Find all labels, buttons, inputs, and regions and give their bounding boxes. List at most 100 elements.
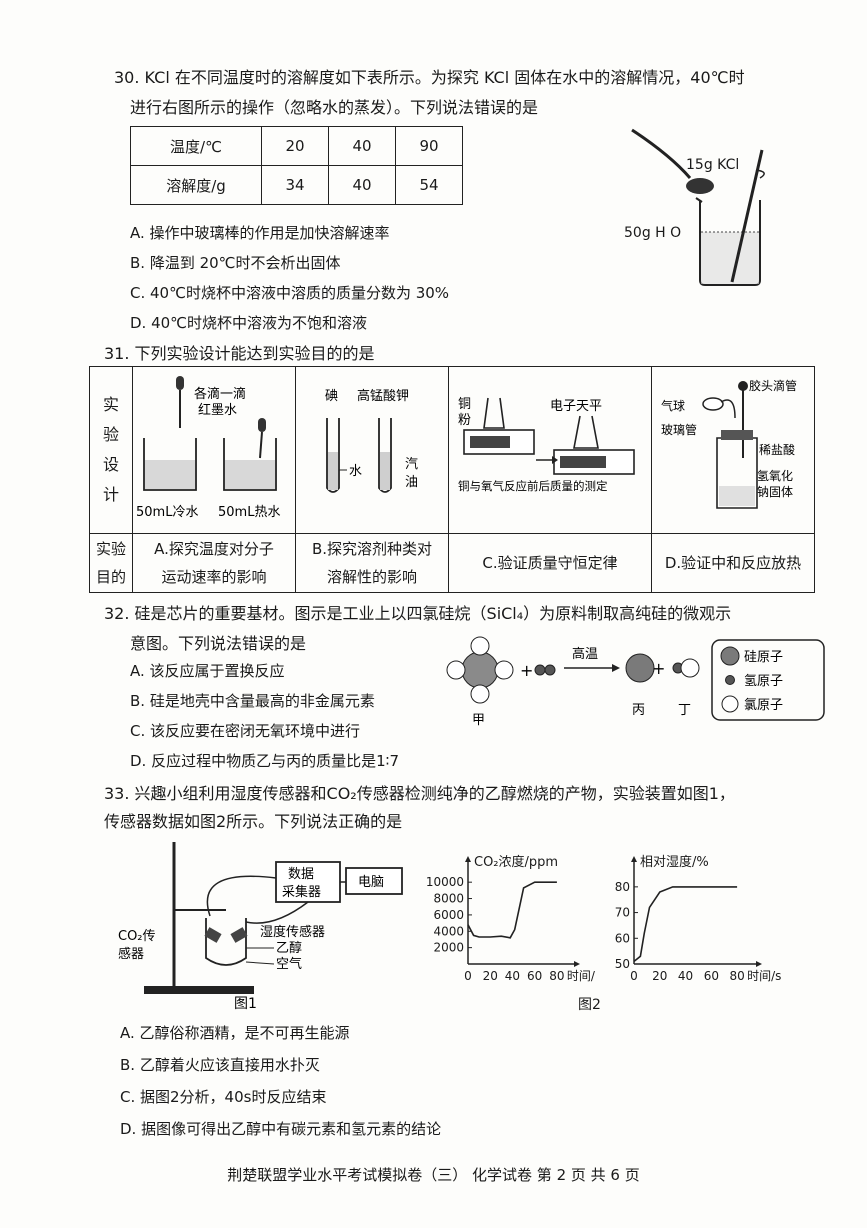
y-axis-arrow <box>465 856 471 862</box>
kmno4-label: 高锰酸钾 <box>357 388 409 404</box>
naoh-label-1: 氢氧化 <box>757 468 793 483</box>
purpose-b-line: B.探究溶剂种类对 <box>311 540 433 558</box>
q33-option-d: D. 据图像可得出乙醇中有碳元素和氢元素的结论 <box>120 1120 442 1138</box>
collector-label-2: 采集器 <box>282 884 321 900</box>
page-footer: 荆楚联盟学业水平考试模拟卷（三） 化学试卷 第 2 页 共 6 页 <box>227 1166 640 1184</box>
air-label: 空气 <box>276 956 302 972</box>
svg-text:+: + <box>520 661 533 680</box>
experiment-d-figure-cell: 胶头滴管 气球 玻璃管 稀盐酸 氢氧化 钠固体 <box>651 366 815 534</box>
y-tick-label: 10000 <box>426 875 464 889</box>
co2-sensor-label-1: CO₂传 <box>118 929 156 944</box>
copper-oxygen-caption: 铜与氧气反应前后质量的测定 <box>458 479 608 493</box>
table-cell: 90 <box>395 126 463 166</box>
water-label: 50g H O <box>624 225 681 241</box>
experiment-c-figure: 铜 粉 电子天平 铜与氧气反应前后质量的测定 <box>458 397 635 493</box>
q30-option-c: C. 40℃时烧杯中溶液中溶质的质量分数为 30% <box>130 284 450 302</box>
computer-label: 电脑 <box>358 875 384 890</box>
table-row: 实 验 设 计 各滴一滴 红墨水 50mL冷水 50mL热水 <box>89 366 815 534</box>
q32-stem-line2: 意图。下列说法错误的是 <box>130 634 307 653</box>
kcl-label: 15g KCl <box>686 157 739 173</box>
dropper-label: 胶头滴管 <box>749 378 797 393</box>
q30-option-a: A. 操作中玻璃棒的作用是加快溶解速率 <box>130 224 390 242</box>
x-axis-label: 时间/s <box>567 969 595 983</box>
experiment-b-figure: 碘 高锰酸钾 水 汽 油 <box>325 388 418 493</box>
q31-stem: 31. 下列实验设计能达到实验目的的是 <box>104 344 375 363</box>
experiment-b-figure-cell: 碘 高锰酸钾 水 汽 油 <box>295 366 449 534</box>
series-line <box>467 881 557 939</box>
balloon-label: 气球 <box>661 398 685 413</box>
y-tick-label: 50 <box>615 957 630 971</box>
purpose-label-cell: 实验 目的 <box>89 533 133 593</box>
y-tick-label: 6000 <box>433 908 464 922</box>
copper-label-2: 粉 <box>458 413 471 428</box>
design-char: 设 <box>102 455 119 474</box>
table-cell: 温度/℃ <box>130 126 262 166</box>
x-tick-label: 20 <box>652 969 667 983</box>
purpose-label: 目的 <box>95 568 126 586</box>
balance-label: 电子天平 <box>550 399 602 414</box>
q30-stem-line1: 30. KCl 在不同温度时的溶解度如下表所示。为探究 KCl 固体在水中的溶解… <box>114 68 745 87</box>
glass-tube-label: 玻璃管 <box>661 422 697 437</box>
purpose-label: 实验 <box>95 540 126 558</box>
acid-label: 稀盐酸 <box>759 442 795 457</box>
figure-1-caption: 图1 <box>234 996 257 1012</box>
x-tick-label: 0 <box>630 969 638 983</box>
y-axis-arrow <box>631 856 637 862</box>
legend-silicon: 硅原子 <box>744 650 783 665</box>
q33-option-a: A. 乙醇俗称酒精，是不可再生能源 <box>120 1024 350 1042</box>
jia-label: 甲 <box>472 713 485 728</box>
x-tick-label: 80 <box>549 969 564 983</box>
table-row: 温度/℃ 20 40 90 <box>130 126 463 166</box>
purpose-d-text: D.验证中和反应放热 <box>664 554 802 572</box>
x-tick-label: 40 <box>505 969 520 983</box>
q33-option-c: C. 据图2分析，40s时反应结束 <box>120 1088 327 1106</box>
water-label: 水 <box>349 464 362 479</box>
design-char: 验 <box>102 425 119 444</box>
series-line <box>633 886 738 963</box>
design-label-cell: 实 验 设 计 <box>89 366 133 534</box>
q30-option-b: B. 降温到 20℃时不会析出固体 <box>130 254 341 272</box>
x-tick-label: 80 <box>729 969 744 983</box>
cold-water-label: 50mL冷水 <box>136 505 198 520</box>
co2-concentration-chart: CO₂浓度/ppm020406080时间/s200040006000800010… <box>426 854 595 983</box>
table-cell: 溶解度/g <box>130 165 262 205</box>
reaction-condition: 高温 <box>572 646 598 662</box>
atom-legend <box>711 639 825 721</box>
q30-stem-line2: 进行右图所示的操作（忽略水的蒸发）。下列说法错误的是 <box>130 98 539 117</box>
x-tick-label: 20 <box>483 969 498 983</box>
table-cell: 54 <box>395 165 463 205</box>
silicon-reaction-diagram: 甲 + 高温 + 丙 丁 硅原子 氢原子 氯原子 <box>446 636 825 728</box>
bing-label: 丙 <box>632 703 645 718</box>
y-axis-label: CO₂浓度/ppm <box>474 854 558 870</box>
experiment-d-figure: 胶头滴管 气球 玻璃管 稀盐酸 氢氧化 钠固体 <box>661 378 797 509</box>
experiment-a-figure-cell: 各滴一滴 红墨水 50mL冷水 50mL热水 <box>132 366 296 534</box>
x-tick-label: 60 <box>704 969 719 983</box>
oil-label-1: 汽 <box>405 457 418 472</box>
y-tick-label: 8000 <box>433 892 464 906</box>
purpose-a-line: A.探究温度对分子 <box>154 540 274 558</box>
purpose-b-cell: B.探究溶剂种类对 溶解性的影响 <box>295 533 449 593</box>
legend-chlorine: 氯原子 <box>744 698 783 713</box>
purpose-b-line: 溶解性的影响 <box>326 568 417 586</box>
q32-option-a: A. 该反应属于置换反应 <box>130 662 285 680</box>
solubility-table: 温度/℃ 20 40 90 溶解度/g 34 40 54 <box>130 126 463 205</box>
experiment-c-figure-cell: 铜 粉 电子天平 铜与氧气反应前后质量的测定 <box>448 366 652 534</box>
naoh-label-2: 钠固体 <box>757 484 793 499</box>
hot-water-label: 50mL热水 <box>218 505 280 520</box>
table-cell: 34 <box>261 165 329 205</box>
humidity-sensor-label: 湿度传感器 <box>260 924 325 940</box>
y-axis-label: 相对湿度/% <box>640 854 709 870</box>
co2-sensor-label-2: 感器 <box>118 946 144 962</box>
design-char: 实 <box>102 395 119 414</box>
purpose-a-line: 运动速率的影响 <box>161 568 267 586</box>
figure-1-apparatus: 数据 采集器 电脑 CO₂传 感器 湿度传感器 乙醇 空气 图1 <box>118 842 403 1012</box>
copper-label-1: 铜 <box>458 397 471 412</box>
svg-text:+: + <box>652 659 665 678</box>
q32-option-d: D. 反应过程中物质乙与丙的质量比是1∶7 <box>130 752 400 770</box>
q32-stem-line1: 32. 硅是芯片的重要基材。图示是工业上以四氯硅烷（SiCl₄）为原料制取高纯硅… <box>104 604 732 623</box>
q33-stem-line2: 传感器数据如图2所示。下列说法正确的是 <box>104 812 403 831</box>
y-tick-label: 80 <box>615 880 630 894</box>
q33-option-b: B. 乙醇着火应该直接用水扑灭 <box>120 1056 320 1074</box>
ink-label: 红墨水 <box>198 402 237 418</box>
